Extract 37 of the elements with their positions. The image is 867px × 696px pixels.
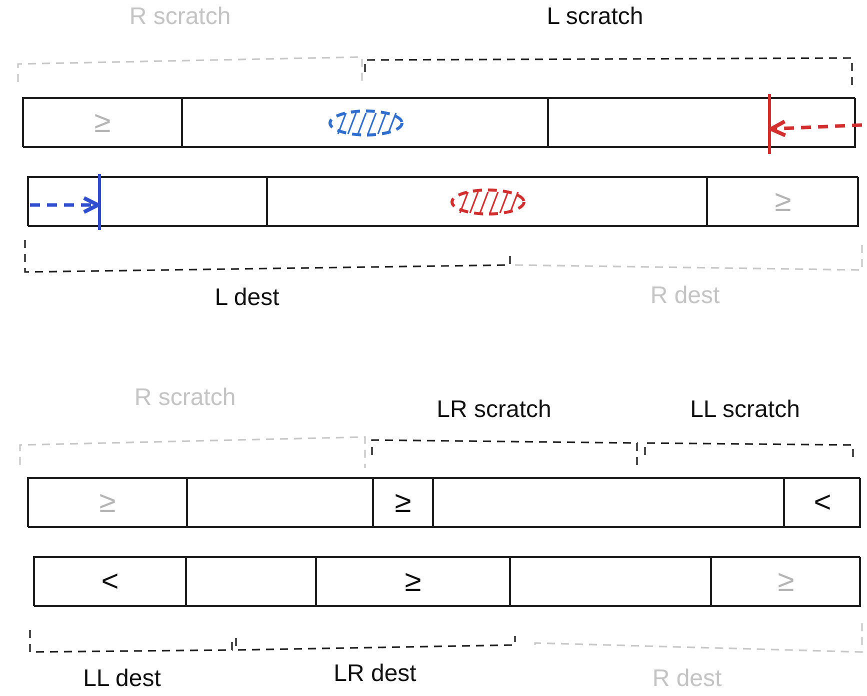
array-cell xyxy=(711,557,861,607)
range-label: R dest xyxy=(650,283,720,310)
array-cell xyxy=(707,177,859,227)
range-label: R dest xyxy=(652,666,722,692)
range-label: LL dest xyxy=(83,666,161,692)
comparison-symbol: ≥ xyxy=(394,488,412,518)
range-label: LR scratch xyxy=(436,397,552,424)
dashed-arrow xyxy=(769,119,862,138)
range-label: L scratch xyxy=(546,4,644,30)
array-bar xyxy=(33,556,860,606)
array-cell xyxy=(182,98,548,148)
array-cell xyxy=(433,478,784,528)
array-cell xyxy=(28,177,267,227)
comparison-symbol: ≥ xyxy=(99,488,116,518)
range-label: LR dest xyxy=(334,661,416,688)
array-cell xyxy=(267,177,707,227)
array-cell xyxy=(23,98,182,148)
array-cell xyxy=(316,557,510,607)
array-bar xyxy=(27,477,860,527)
range-label: LL scratch xyxy=(690,397,800,424)
comparison-symbol: ≥ xyxy=(94,108,111,138)
range-label: R scratch xyxy=(129,4,231,30)
comparison-symbol: < xyxy=(101,567,119,597)
comparison-symbol: ≥ xyxy=(774,187,792,217)
comparison-symbol: ≥ xyxy=(778,567,794,597)
range-label: L dest xyxy=(214,285,280,312)
array-cell xyxy=(187,478,373,528)
array-cell xyxy=(373,478,433,528)
range-label: R scratch xyxy=(134,385,236,412)
array-cell xyxy=(784,478,861,528)
array-cell xyxy=(34,557,186,607)
array-cell xyxy=(186,557,316,607)
comparison-symbol: ≥ xyxy=(404,567,422,597)
array-cell xyxy=(28,478,187,528)
array-cell xyxy=(510,557,711,607)
dashed-arrow xyxy=(30,196,100,214)
comparison-symbol: < xyxy=(814,488,832,518)
